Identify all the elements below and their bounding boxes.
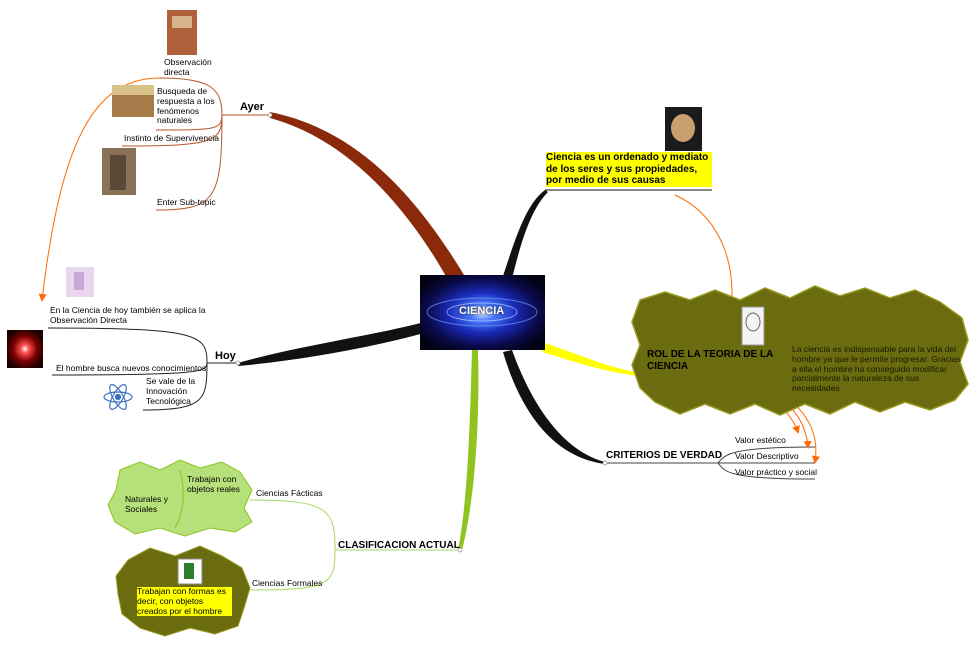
branch-criterios xyxy=(503,350,605,464)
atom-icon xyxy=(103,384,133,410)
branch-hoy xyxy=(238,318,442,366)
definicion-topic[interactable]: Ciencia es un ordenado y mediato de los … xyxy=(546,152,712,187)
criterios-topic[interactable]: CRITERIOS DE VERDAD xyxy=(606,450,723,461)
facticas-cloud-right: Trabajan con objetos reales xyxy=(187,474,240,494)
ayer-item-subtopic[interactable]: Enter Sub-topic xyxy=(157,197,216,207)
rol-topic[interactable]: ROL DE LA TEORIA DE LA CIENCIA xyxy=(647,349,773,372)
rol-cloud xyxy=(631,285,969,416)
ayer-topic[interactable]: Ayer xyxy=(240,101,265,113)
ayer-item-instinto[interactable]: Instinto de Supervivencia xyxy=(124,133,219,143)
hoy-topic[interactable]: Hoy xyxy=(215,350,236,362)
ayer-item-busqueda[interactable]: Busqueda de respuesta a los fenómenos na… xyxy=(157,86,215,126)
hoy-item-conocimientos[interactable]: El hombre busca nuevos conocimientos xyxy=(56,363,207,373)
central-image xyxy=(420,275,545,350)
branch-definicion xyxy=(500,190,548,287)
branch-ayer xyxy=(270,112,470,287)
central-topic[interactable]: CIENCIA xyxy=(459,305,505,317)
facticas-label[interactable]: Ciencias Fácticas xyxy=(256,488,323,498)
formales-cloud-text: Trabajan con formas es decir, con objeto… xyxy=(137,586,232,617)
hoy-item-innovacion[interactable]: Se vale de la Innovación Tecnológica xyxy=(146,376,196,406)
branch-clasificacion xyxy=(458,350,479,550)
branch-rol xyxy=(542,343,640,376)
clasificacion-topic[interactable]: CLASIFICACION ACTUAL xyxy=(338,540,460,551)
hoy-item-observacion[interactable]: En la Ciencia de hoy también se aplica l… xyxy=(50,305,206,325)
ayer-item-observacion[interactable]: Observación directa xyxy=(164,57,212,77)
facticas-cloud xyxy=(107,459,253,537)
criterio-practico[interactable]: Valor práctico y social xyxy=(735,467,818,477)
criterio-descriptivo[interactable]: Valor Descriptivo xyxy=(735,451,799,461)
criterio-estetico[interactable]: Valor estético xyxy=(735,435,786,445)
formales-label[interactable]: Ciencias Formales xyxy=(252,578,323,588)
facticas-cloud-left: Naturales y Sociales xyxy=(125,494,168,514)
rol-description: La ciencia es indispensable para la vida… xyxy=(792,344,961,394)
red-burst-picture xyxy=(7,330,43,368)
